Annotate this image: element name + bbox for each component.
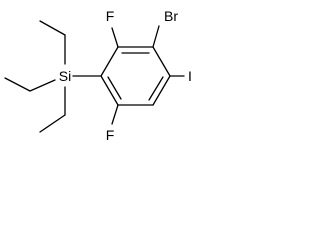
bond-ch2-ch3-upper <box>39 20 66 36</box>
ring-double-bond-c6-c1 <box>107 76 122 100</box>
ring-bond-c1-c2 <box>100 46 119 77</box>
ethyl-group-lower <box>39 86 66 133</box>
ring-bond-c4-c5 <box>152 75 171 106</box>
ethyl-group-left <box>4 77 56 92</box>
bond-si-ch2-left <box>29 79 56 92</box>
bond-ch2-ch3-left <box>4 77 31 92</box>
molecule-drawing: Si F Br I F <box>4 8 192 143</box>
benzene-ring <box>100 46 171 106</box>
bond-c6-fluorine <box>111 104 119 125</box>
bond-c3-bromine <box>152 25 160 48</box>
bond-c2-fluorine <box>111 27 119 48</box>
structure-diagram: Si F Br I F <box>0 0 228 155</box>
ring-double-bond-c4-c5 <box>148 76 164 101</box>
bond-ch2-ch3-lower <box>39 114 66 133</box>
atom-label-fluorine-top: F <box>106 8 115 24</box>
atom-label-silicon: Si <box>59 68 71 84</box>
atom-label-iodine: I <box>188 68 192 84</box>
atom-label-fluorine-bottom: F <box>106 127 115 143</box>
atom-label-bromine: Br <box>164 8 178 24</box>
ring-bond-c6-c1 <box>100 75 119 106</box>
ring-bond-c3-c4 <box>152 46 171 77</box>
ethyl-group-upper <box>39 20 66 65</box>
